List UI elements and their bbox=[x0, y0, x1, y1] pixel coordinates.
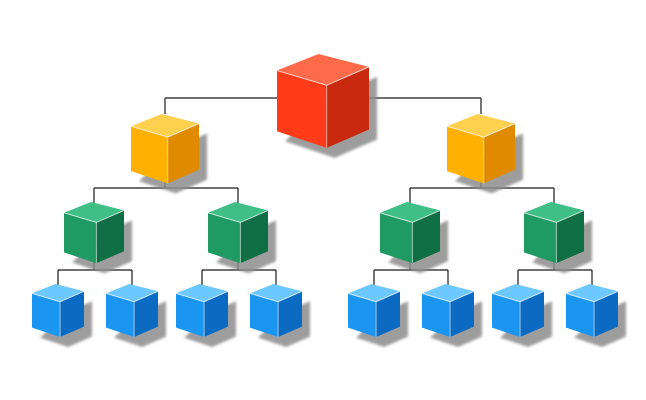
cube-right-face bbox=[326, 66, 369, 148]
cube-right-face bbox=[240, 210, 268, 264]
cube-right-face bbox=[520, 291, 544, 338]
cube-right-face bbox=[450, 291, 474, 338]
cube-left-face bbox=[176, 293, 205, 338]
cube-left-face bbox=[106, 293, 135, 338]
cube-level-4-node-4 bbox=[249, 284, 310, 348]
cube-right-face bbox=[278, 291, 302, 338]
cube-level-1-node-1 bbox=[276, 54, 377, 158]
cube-level-4-node-7 bbox=[491, 284, 552, 348]
cube-right-face bbox=[594, 291, 618, 338]
cube-top-face bbox=[447, 114, 515, 138]
cube-top-face bbox=[250, 284, 302, 302]
cube-top-face bbox=[422, 284, 474, 302]
cube-top-face bbox=[566, 284, 618, 302]
cube-left-face bbox=[380, 212, 413, 264]
cube-level-4-node-6 bbox=[421, 284, 482, 348]
cube-top-face bbox=[524, 202, 584, 223]
cube-level-2-node-1 bbox=[130, 114, 207, 194]
cube-left-face bbox=[208, 212, 241, 264]
cube-left-face bbox=[566, 293, 595, 338]
cube-level-3-node-3 bbox=[379, 202, 448, 274]
cube-left-face bbox=[131, 126, 168, 184]
cube-top-face bbox=[208, 202, 268, 223]
cube-top-face bbox=[32, 284, 84, 302]
cube-right-face bbox=[96, 210, 124, 264]
cube-right-face bbox=[204, 291, 228, 338]
cube-left-face bbox=[250, 293, 279, 338]
cube-top-face bbox=[492, 284, 544, 302]
cube-right-face bbox=[483, 123, 515, 184]
cube-level-4-node-3 bbox=[175, 284, 236, 348]
cube-right-face bbox=[167, 123, 199, 184]
cube-left-face bbox=[524, 212, 557, 264]
cube-top-face bbox=[348, 284, 400, 302]
cube-top-face bbox=[277, 54, 369, 86]
cube-left-face bbox=[422, 293, 451, 338]
cube-nodes bbox=[31, 54, 626, 348]
cube-left-face bbox=[447, 126, 484, 184]
cube-left-face bbox=[32, 293, 61, 338]
cube-level-4-node-1 bbox=[31, 284, 92, 348]
cube-top-face bbox=[131, 114, 199, 138]
cube-left-face bbox=[64, 212, 97, 264]
cube-left-face bbox=[277, 70, 327, 148]
cube-right-face bbox=[412, 210, 440, 264]
cube-level-2-node-2 bbox=[446, 114, 523, 194]
cube-top-face bbox=[176, 284, 228, 302]
cube-right-face bbox=[556, 210, 584, 264]
cube-level-4-node-8 bbox=[565, 284, 626, 348]
cube-top-face bbox=[380, 202, 440, 223]
cube-right-face bbox=[376, 291, 400, 338]
cube-right-face bbox=[134, 291, 158, 338]
cube-top-face bbox=[64, 202, 124, 223]
cube-level-3-node-4 bbox=[523, 202, 592, 274]
cube-level-4-node-5 bbox=[347, 284, 408, 348]
cube-left-face bbox=[492, 293, 521, 338]
cube-level-3-node-1 bbox=[63, 202, 132, 274]
cube-right-face bbox=[60, 291, 84, 338]
cube-level-3-node-2 bbox=[207, 202, 276, 274]
cube-top-face bbox=[106, 284, 158, 302]
cube-level-4-node-2 bbox=[105, 284, 166, 348]
cube-left-face bbox=[348, 293, 377, 338]
